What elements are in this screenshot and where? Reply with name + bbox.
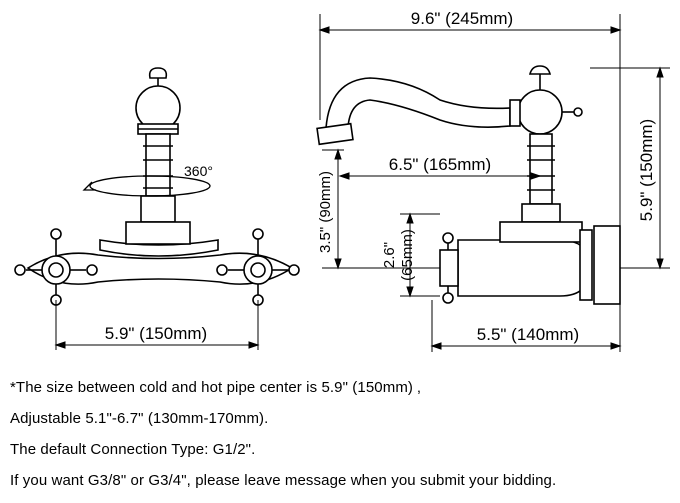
spout-height-label: 3.5" (90mm) bbox=[317, 171, 334, 253]
body-height-inches-label: 2.6" bbox=[381, 242, 398, 268]
front-center-spacing-label: 5.9" (150mm) bbox=[105, 324, 207, 343]
faucet-dimension-diagram: 9.6" (245mm) 6.5" (165mm) 5.9" (150mm) 3… bbox=[14, 9, 670, 352]
spout-reach-label: 6.5" (165mm) bbox=[389, 155, 491, 174]
side-dimension-lines bbox=[318, 14, 670, 352]
front-width-dimension bbox=[54, 300, 260, 350]
note-custom-request: If you want G3/8" or G3/4", please leave… bbox=[10, 472, 557, 489]
note-pipe-center: *The size between cold and hot pipe cent… bbox=[10, 379, 421, 396]
body-height-mm-label: (65mm) bbox=[399, 229, 416, 281]
front-view-faucet bbox=[14, 67, 300, 306]
side-view-faucet bbox=[316, 65, 621, 305]
total-height-label: 5.9" (150mm) bbox=[637, 119, 656, 221]
rotation-label: 360° bbox=[184, 163, 213, 179]
note-adjustable-range: Adjustable 5.1"-6.7" (130mm-170mm). bbox=[10, 410, 269, 427]
side-depth-label: 5.5" (140mm) bbox=[477, 325, 579, 344]
overall-width-label: 9.6" (245mm) bbox=[411, 9, 513, 28]
note-connection-type: The default Connection Type: G1/2". bbox=[10, 441, 256, 458]
notes-block: *The size between cold and hot pipe cent… bbox=[10, 372, 675, 496]
